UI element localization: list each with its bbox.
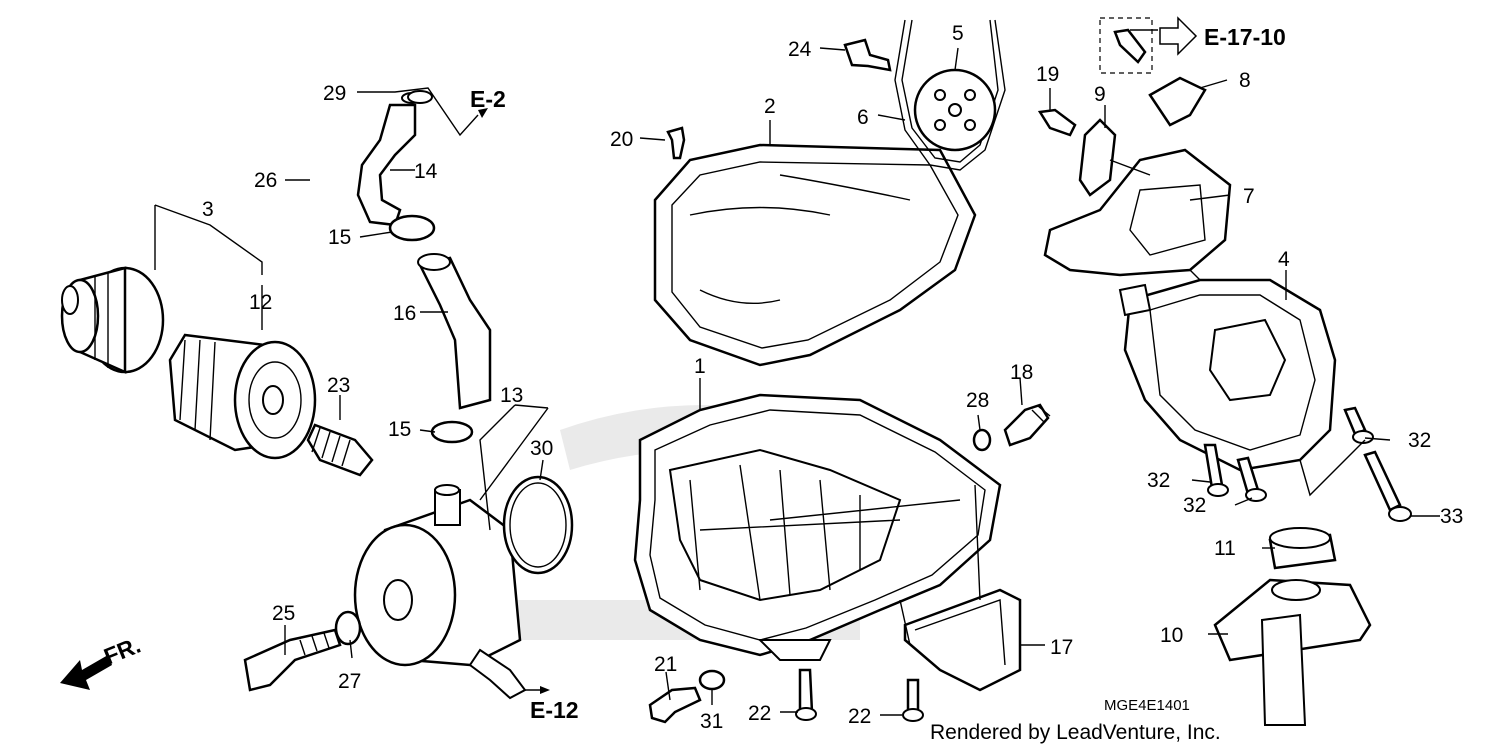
callout-23: 23 (327, 374, 350, 397)
flange-bolt-22a (795, 668, 817, 721)
callout-33: 33 (1440, 505, 1463, 528)
callout-18: 18 (1010, 361, 1033, 384)
callout-11: 11 (1214, 537, 1236, 560)
front-indicator: FR. (100, 632, 144, 670)
callout-14: 14 (414, 160, 438, 183)
callout-12: 12 (249, 291, 272, 314)
callout-10: 10 (1160, 624, 1183, 647)
hose-clamp-lower (430, 420, 474, 444)
callout-32b: 32 (1147, 469, 1170, 492)
hose-clamp-upper (388, 214, 436, 242)
chain-guide-8 (1148, 76, 1207, 127)
arrow-e2-icon (478, 108, 488, 118)
callout-27: 27 (338, 670, 361, 693)
callout-21: 21 (654, 653, 677, 676)
callout-4: 4 (1278, 248, 1290, 271)
callout-24: 24 (788, 38, 812, 61)
callout-17: 17 (1050, 636, 1073, 659)
callout-13: 13 (500, 384, 523, 407)
arrow-outline-icon (1159, 16, 1198, 56)
callout-5: 5 (952, 22, 964, 45)
callout-2: 2 (764, 95, 776, 118)
callout-19: 19 (1036, 63, 1059, 86)
ref-e17-10: E-17-10 (1204, 24, 1286, 50)
chain-tensioner-9 (1078, 118, 1117, 197)
reference-box (1099, 16, 1198, 74)
leader-lines (154, 29, 1440, 716)
callout-32a: 32 (1408, 429, 1431, 452)
oil-pump-gasket (1043, 148, 1232, 277)
oil-pipe (356, 90, 433, 227)
bolt-32c (1343, 406, 1374, 444)
bolt-19 (1037, 108, 1077, 137)
callout-20: 20 (610, 128, 633, 151)
callout-31: 31 (700, 710, 723, 733)
callout-30: 30 (530, 437, 553, 460)
callout-3: 3 (202, 198, 214, 221)
diagram-code: MGE4E1401 (1104, 697, 1190, 714)
cooler-bolt (243, 628, 342, 692)
callout-1: 1 (694, 355, 706, 378)
oil-filter-nipple (306, 423, 374, 477)
callout-22b: 22 (848, 705, 871, 728)
oil-pump-sprocket (913, 68, 997, 152)
credit-text: Rendered by LeadVenture, Inc. (930, 721, 1221, 744)
callout-15b: 15 (388, 418, 411, 441)
callout-15a: 15 (328, 226, 351, 249)
drain-bolt (648, 686, 702, 724)
callout-26: 26 (254, 169, 277, 192)
callout-28: 28 (966, 389, 989, 412)
ref-e2: E-2 (470, 86, 506, 112)
oil-strainer (1213, 578, 1372, 726)
strainer-seal (1268, 527, 1337, 570)
bolt-33 (1363, 450, 1412, 522)
bolt-32b (1236, 456, 1267, 502)
bolt-e17 (1113, 28, 1147, 64)
bolt-20 (666, 126, 686, 160)
oil-filter (168, 333, 317, 460)
callout-8: 8 (1239, 69, 1251, 92)
arrow-e12-icon (525, 686, 550, 694)
callout-25: 25 (272, 602, 295, 625)
front-arrow-icon (60, 655, 112, 690)
bracket-17 (903, 588, 1022, 692)
callout-29: 29 (323, 82, 346, 105)
sealing-washer-28 (972, 428, 992, 452)
drain-washer (698, 669, 726, 691)
bolt-32a (1203, 443, 1229, 497)
callout-32c: 32 (1183, 494, 1206, 517)
oil-cooler (353, 484, 527, 700)
oil-pump-assembly (1118, 278, 1337, 472)
oil-filter-cap (60, 266, 165, 374)
flange-bolt-22b (902, 678, 924, 722)
bolt-24 (843, 38, 892, 72)
oil-pan-gasket (653, 143, 977, 367)
oil-pressure-switch (1003, 403, 1051, 447)
callout-9: 9 (1094, 83, 1106, 106)
callout-6: 6 (857, 106, 869, 129)
ref-e12: E-12 (530, 697, 579, 723)
sealing-washer-27 (334, 610, 362, 646)
callout-7: 7 (1243, 185, 1255, 208)
o-ring-30 (502, 475, 574, 575)
callout-16: 16 (393, 302, 416, 325)
oil-hose (417, 253, 492, 410)
callout-22a: 22 (748, 702, 771, 725)
oil-pump-chain (894, 19, 1006, 171)
oil-pan (633, 393, 1002, 661)
